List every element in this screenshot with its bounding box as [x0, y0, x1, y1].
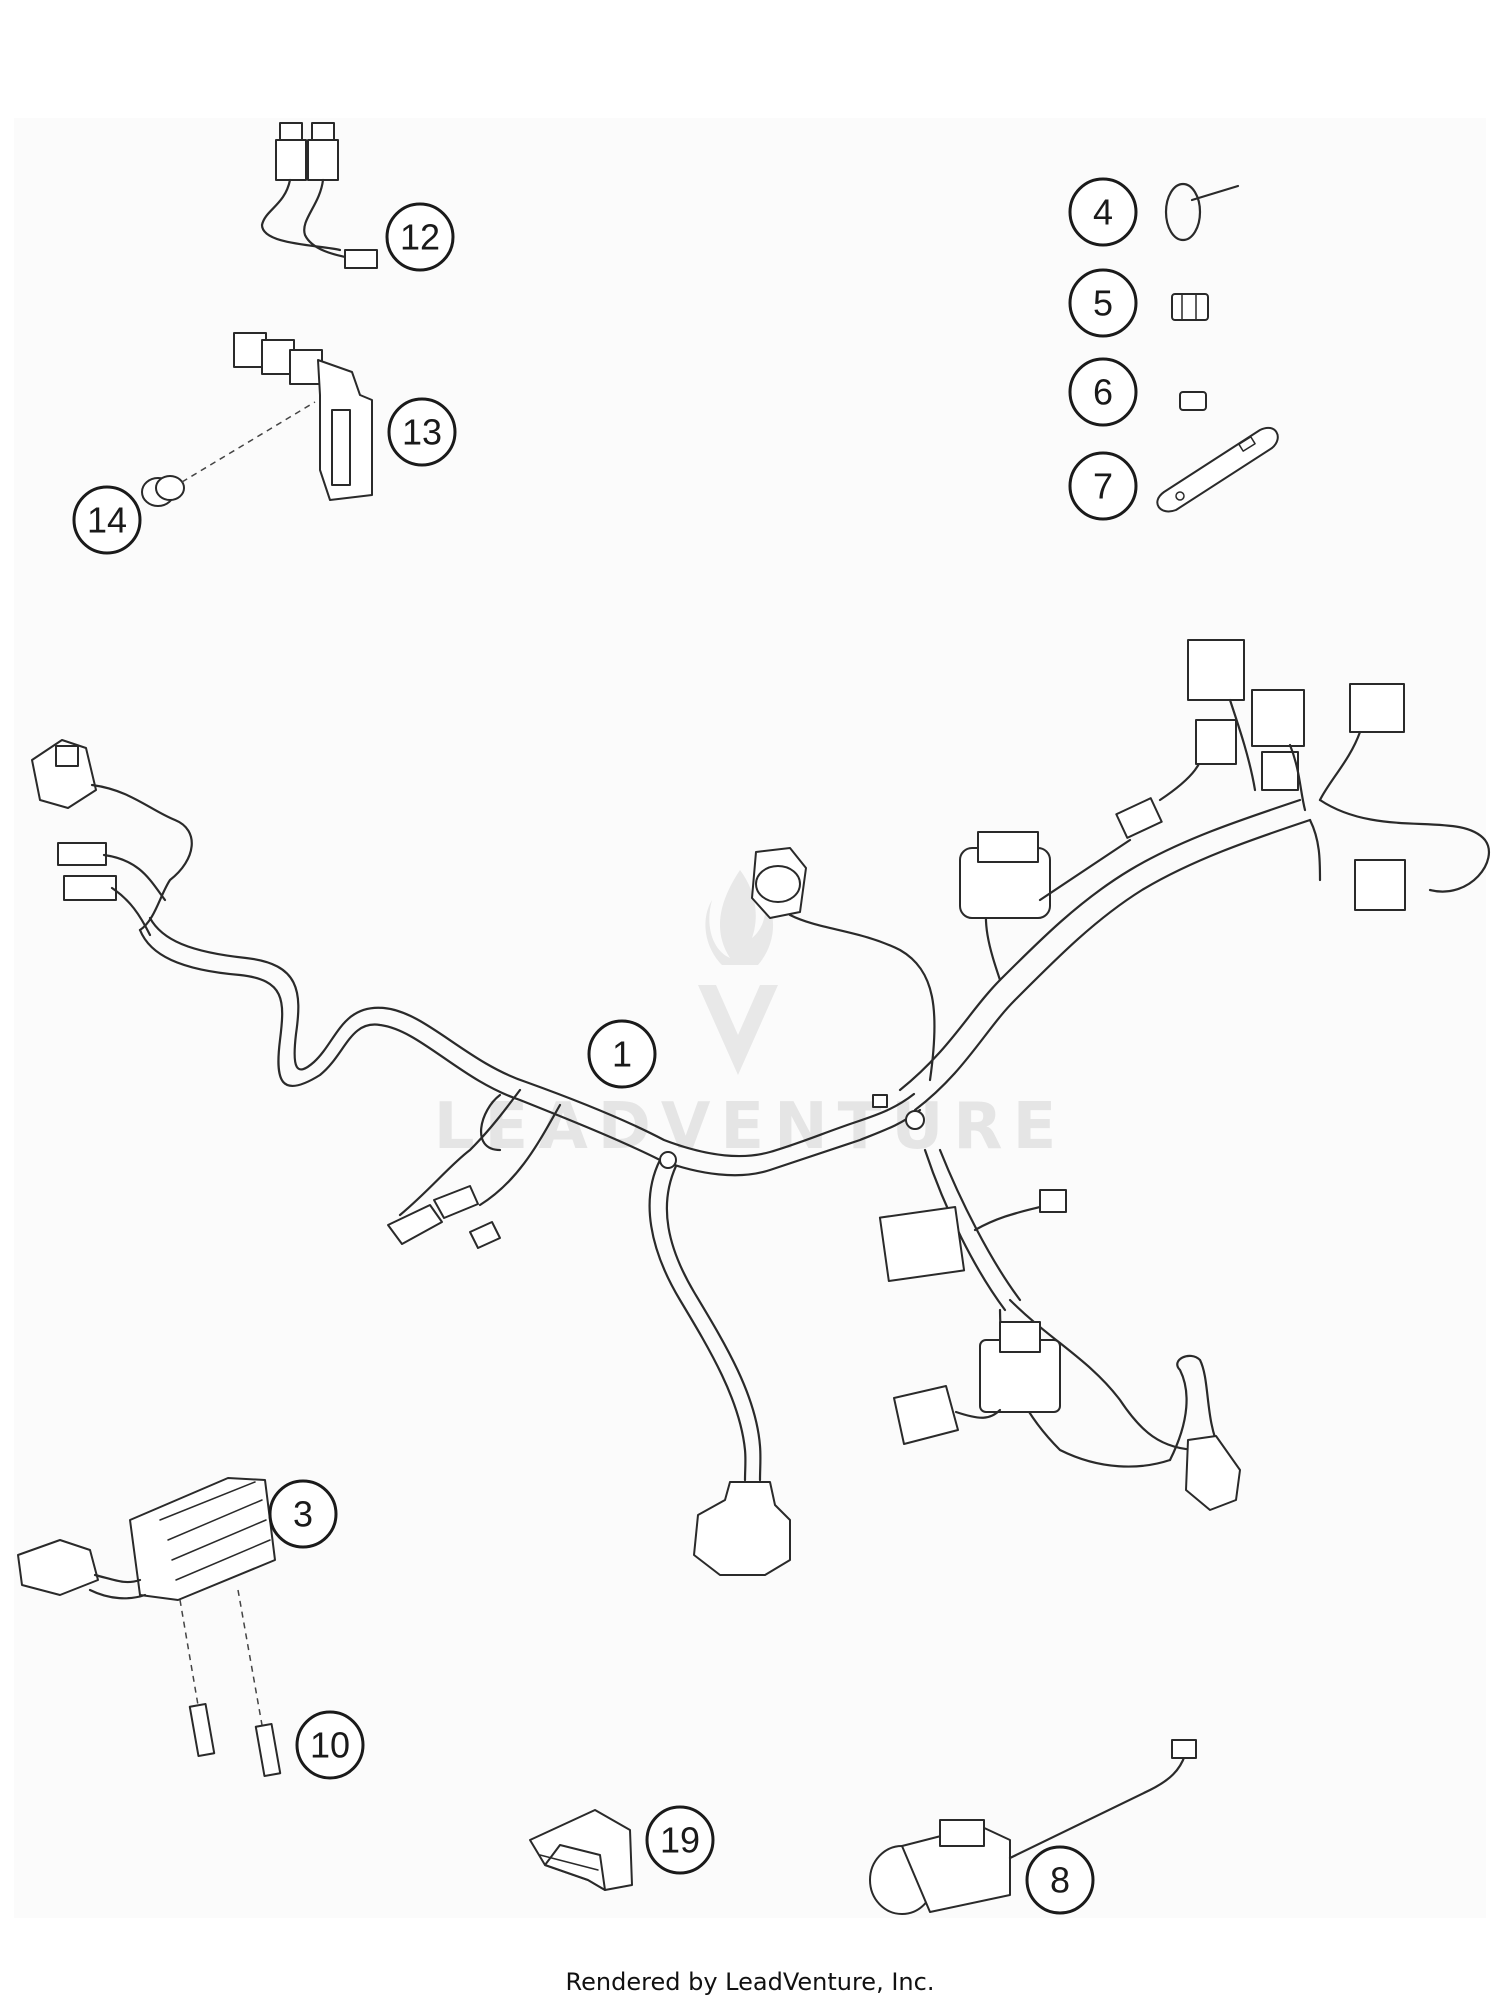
part-6-small-clip [1179, 391, 1207, 411]
callout-4: 4 [1068, 177, 1138, 247]
callout-19-label: 19 [660, 1820, 700, 1861]
callout-12-label: 12 [400, 217, 440, 258]
callout-7-label: 7 [1093, 466, 1113, 507]
part-1-main-wiring-harness [31, 639, 1491, 1576]
callout-14-label: 14 [87, 500, 127, 541]
callout-10-label: 10 [310, 1725, 350, 1766]
footer-credit: Rendered by LeadVenture, Inc. [565, 1968, 935, 1996]
watermark-text: LEADVENTURE [434, 1090, 1067, 1164]
callout-14: 14 [72, 485, 142, 555]
callout-5: 5 [1068, 268, 1138, 338]
callout-1: 1 [587, 1019, 657, 1089]
part-3-regulator [17, 1477, 276, 1601]
callout-13-label: 13 [402, 412, 442, 453]
callout-7: 7 [1068, 451, 1138, 521]
callout-6-label: 6 [1093, 372, 1113, 413]
part-12-connector-pigtail [260, 122, 378, 269]
leadventure-watermark: LEADVENTURE [434, 870, 1067, 1164]
callout-13: 13 [387, 397, 457, 467]
part-8-relay [869, 1739, 1197, 1915]
callout-3-label: 3 [293, 1494, 313, 1535]
callout-4-label: 4 [1093, 192, 1113, 233]
part-7-strap [1156, 427, 1279, 513]
part-4-cable-tie [1164, 182, 1240, 242]
callout-19: 19 [645, 1805, 715, 1875]
watermark-v-icon [698, 985, 778, 1075]
callout-8-label: 8 [1050, 1860, 1070, 1901]
part-10-bolts [179, 1589, 282, 1778]
callout-12: 12 [385, 202, 455, 272]
watermark-flame-icon [705, 870, 774, 965]
callout-3: 3 [268, 1479, 338, 1549]
part-5-clip [1171, 293, 1209, 321]
callout-6: 6 [1068, 357, 1138, 427]
callout-5-label: 5 [1093, 283, 1113, 324]
callout-10: 10 [295, 1710, 365, 1780]
callout-8: 8 [1025, 1845, 1095, 1915]
part-14-grommet [141, 401, 316, 507]
part-13-relay-bracket [233, 332, 373, 501]
callout-1-label: 1 [612, 1034, 632, 1075]
part-19-cover [529, 1809, 633, 1891]
